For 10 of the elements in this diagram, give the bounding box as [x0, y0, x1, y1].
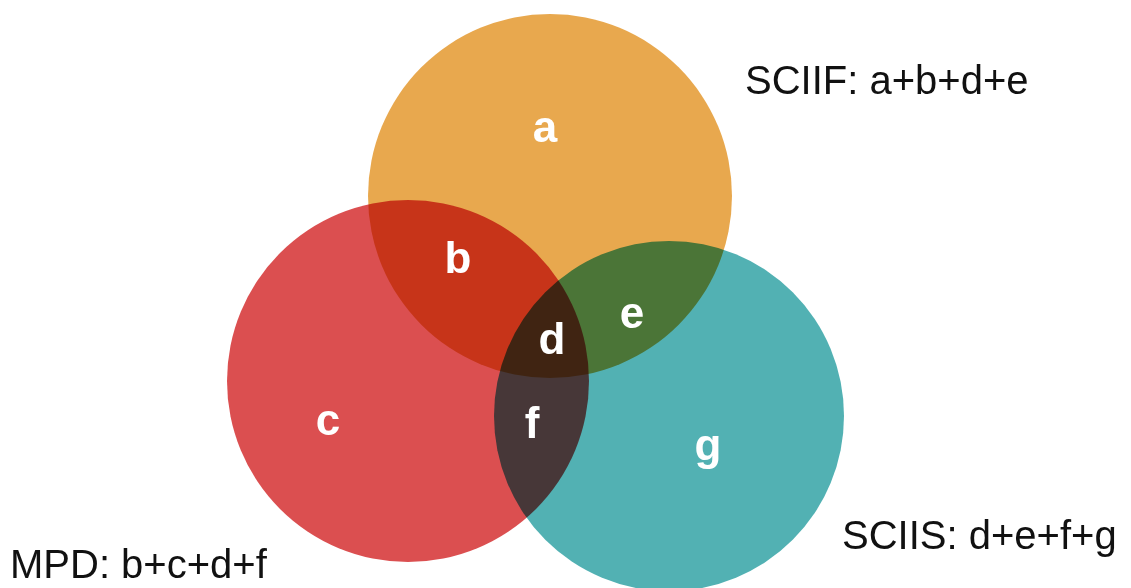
set-label: SCIIS: d+e+f+g — [842, 515, 1117, 555]
set-label: SCIIF: a+b+d+e — [745, 60, 1029, 100]
region-letter: e — [619, 291, 645, 335]
region-letter: f — [524, 401, 540, 445]
set-label: MPD: b+c+d+f — [10, 544, 267, 584]
region-letter: c — [315, 398, 341, 442]
region-letter: a — [532, 105, 558, 149]
region-letter: b — [444, 236, 472, 280]
region-letter: d — [538, 317, 566, 361]
region-letter: g — [694, 423, 722, 467]
